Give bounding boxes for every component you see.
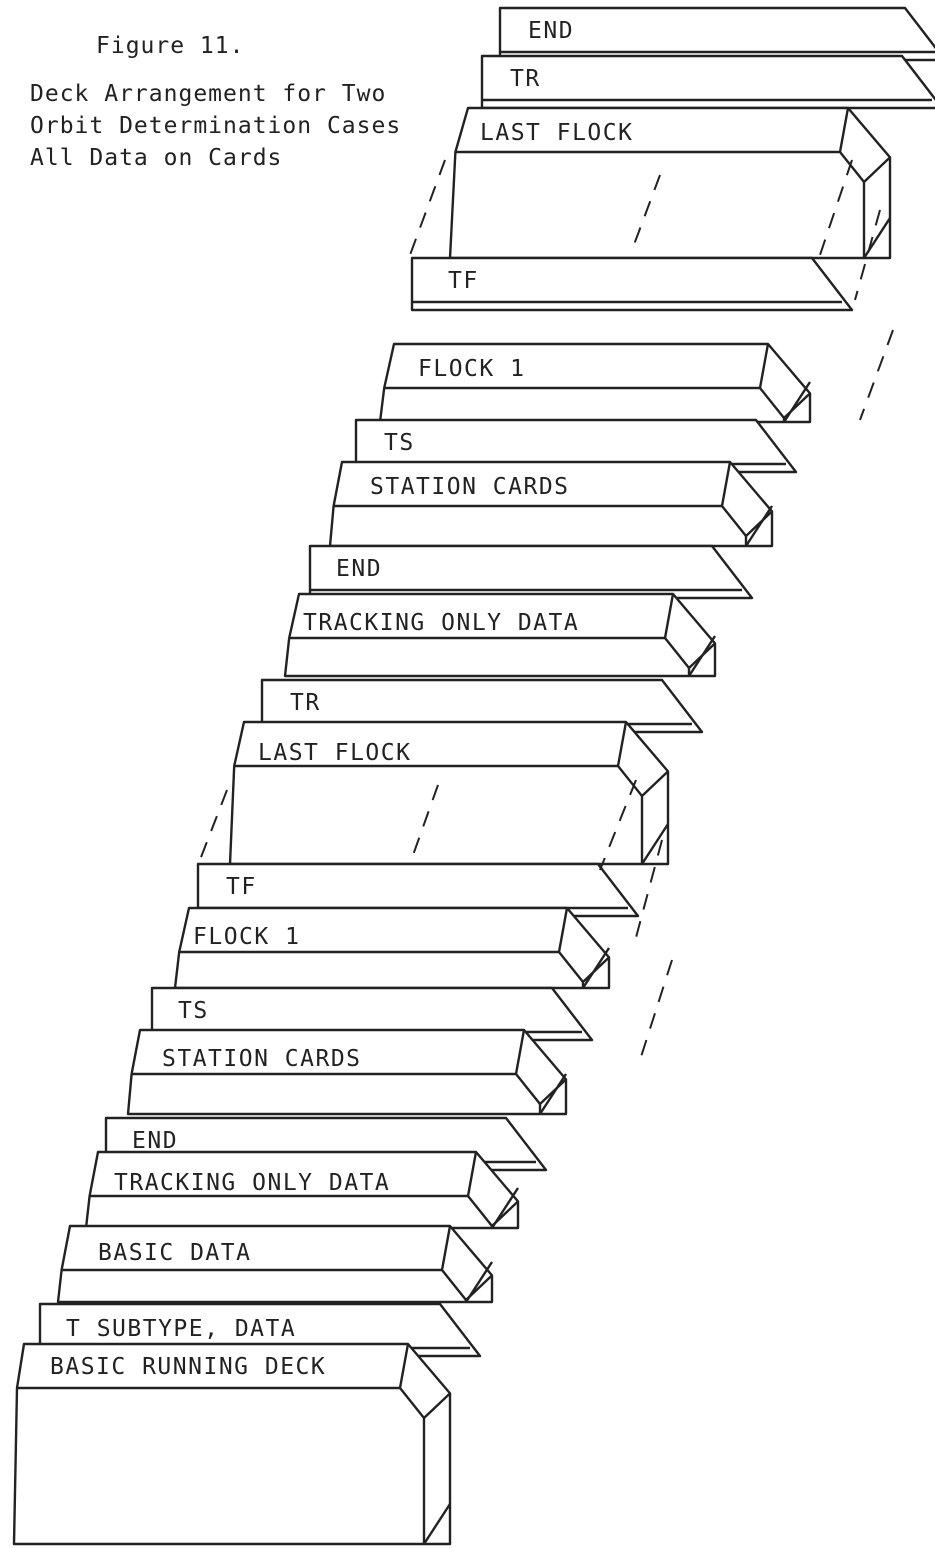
gap-dashed-line xyxy=(860,330,893,420)
card-label: TF xyxy=(448,268,479,294)
gap-dashed-line xyxy=(410,160,445,255)
card-label: FLOCK 1 xyxy=(418,356,525,382)
card-label: STATION CARDS xyxy=(370,474,570,500)
card-label: TF xyxy=(226,874,257,900)
card-label: END xyxy=(528,18,574,44)
card-label: BASIC RUNNING DECK xyxy=(50,1354,326,1380)
card-label: END xyxy=(132,1128,178,1154)
card-label: T SUBTYPE, DATA xyxy=(66,1316,296,1342)
card-deck: END TR LAST FLOCK TF FLOCK 1 TS STATION CARDS E… xyxy=(14,8,935,1544)
card-label: END xyxy=(336,556,382,582)
deck-card-15: STATION CARDS xyxy=(128,1030,566,1114)
card-label: TS xyxy=(178,998,209,1024)
gap-dashed-line xyxy=(198,790,227,865)
card-label: LAST FLOCK xyxy=(258,740,411,766)
card-face xyxy=(128,1030,566,1114)
deck-card-4: TF xyxy=(412,258,852,310)
deck-card-5: FLOCK 1 xyxy=(380,344,810,422)
card-label: TR xyxy=(510,66,541,92)
deck-card-18: BASIC DATA xyxy=(58,1226,492,1302)
deck-card-20: BASIC RUNNING DECK xyxy=(14,1344,450,1544)
card-label: TS xyxy=(384,430,415,456)
deck-card-9: TRACKING ONLY DATA xyxy=(285,594,715,676)
deck-card-2: TR xyxy=(482,56,935,108)
card-label: STATION CARDS xyxy=(162,1046,362,1072)
deck-card-8: END xyxy=(310,546,752,598)
gap-dashed-line xyxy=(640,960,672,1060)
deck-card-13: FLOCK 1 xyxy=(175,908,609,988)
deck-card-1: END xyxy=(500,8,935,60)
card-label: TRACKING ONLY DATA xyxy=(303,610,579,636)
card-label: LAST FLOCK xyxy=(480,120,633,146)
deck-card-17: TRACKING ONLY DATA xyxy=(86,1152,518,1228)
card-label: TR xyxy=(290,690,321,716)
card-label: BASIC DATA xyxy=(98,1240,251,1266)
deck-card-11: LAST FLOCK xyxy=(230,722,668,864)
deck-card-7: STATION CARDS xyxy=(330,462,772,546)
deck-card-3: LAST FLOCK xyxy=(450,108,890,258)
card-label: FLOCK 1 xyxy=(193,924,300,950)
card-label: TRACKING ONLY DATA xyxy=(114,1170,390,1196)
